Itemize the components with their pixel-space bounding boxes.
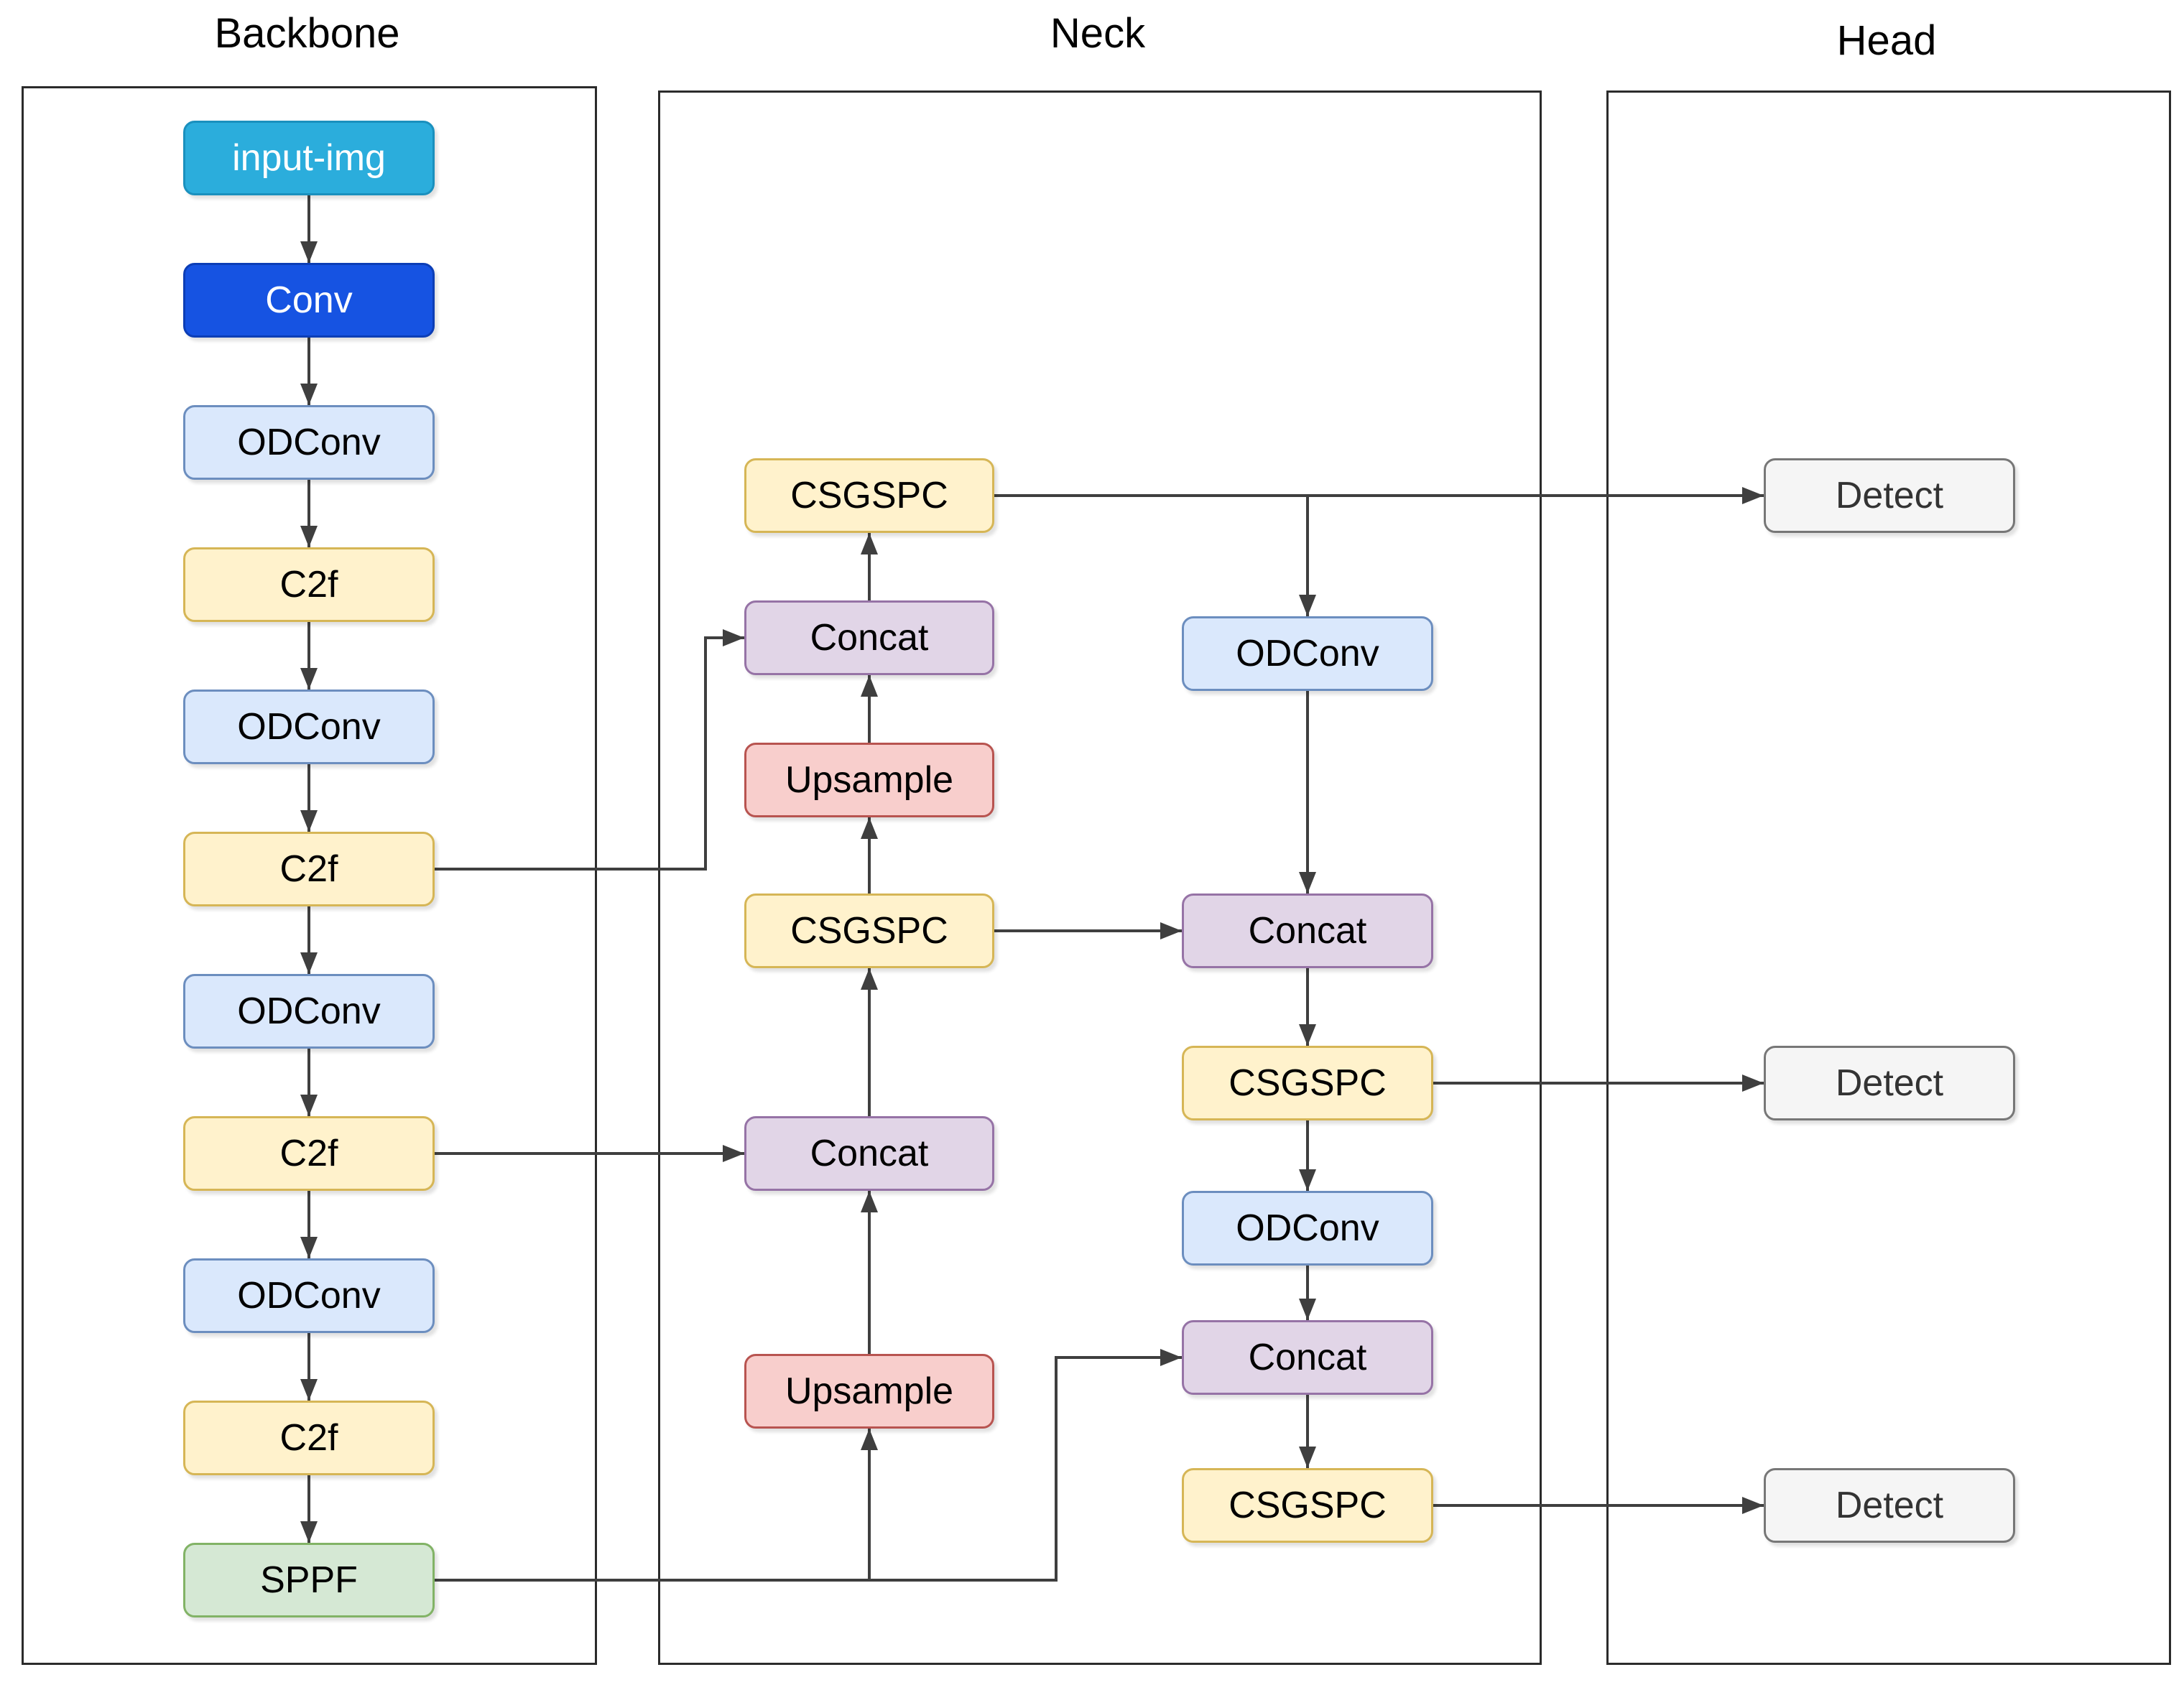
backbone-node-odconv-4: ODConv — [183, 1258, 435, 1333]
neck-container — [658, 90, 1542, 1665]
backbone-node-c2f-3: C2f — [183, 1116, 435, 1191]
neck-node-odconv-down-1: ODConv — [1182, 616, 1433, 691]
neck-node-csgspc-down-1: CSGSPC — [1182, 1046, 1433, 1120]
backbone-node-odconv-1: ODConv — [183, 405, 435, 480]
head-container — [1606, 90, 2171, 1665]
neck-node-upsample-2: Upsample — [744, 1354, 994, 1429]
head-node-detect-1: Detect — [1764, 458, 2015, 533]
backbone-node-sppf: SPPF — [183, 1543, 435, 1617]
neck-node-upsample-1: Upsample — [744, 743, 994, 817]
backbone-node-c2f-4: C2f — [183, 1401, 435, 1475]
backbone-node-c2f-1: C2f — [183, 547, 435, 622]
backbone-node-odconv-3: ODConv — [183, 974, 435, 1049]
arrow-c2f2-to-concat-top — [435, 629, 744, 871]
backbone-node-c2f-2: C2f — [183, 832, 435, 906]
neck-title: Neck — [1050, 10, 1146, 57]
backbone-node-odconv-2: ODConv — [183, 690, 435, 764]
neck-node-concat-mid: Concat — [744, 1116, 994, 1191]
neck-node-csgspc-mid: CSGSPC — [744, 893, 994, 968]
head-node-detect-3: Detect — [1764, 1468, 2015, 1543]
neck-node-concat-down-1: Concat — [1182, 893, 1433, 968]
backbone-title: Backbone — [214, 10, 400, 57]
head-node-detect-2: Detect — [1764, 1046, 2015, 1120]
backbone-container — [22, 86, 597, 1665]
neck-node-csgspc-top: CSGSPC — [744, 458, 994, 533]
backbone-node-conv: Conv — [183, 263, 435, 338]
backbone-node-input-img: input-img — [183, 121, 435, 195]
neck-node-odconv-down-2: ODConv — [1182, 1191, 1433, 1266]
neck-node-concat-down-2: Concat — [1182, 1320, 1433, 1395]
neck-node-concat-top: Concat — [744, 600, 994, 675]
head-title: Head — [1836, 17, 1937, 64]
arrow-sppf-to-concat-d2 — [435, 1349, 1182, 1582]
neck-node-csgspc-down-2: CSGSPC — [1182, 1468, 1433, 1543]
